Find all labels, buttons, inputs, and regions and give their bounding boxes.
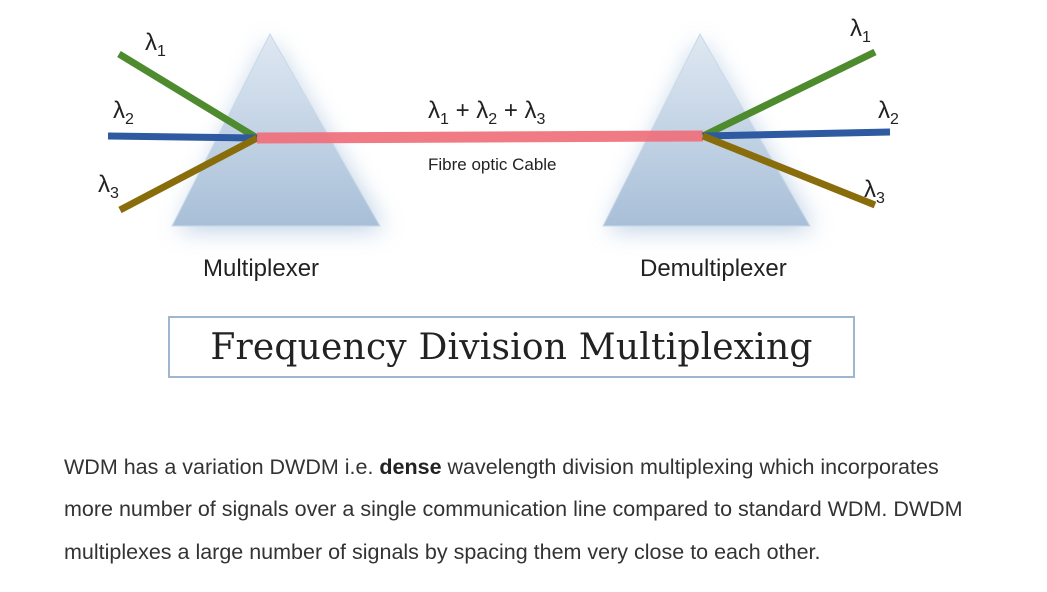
paragraph-bold-text: dense	[379, 454, 442, 479]
output-label-3: λ3	[864, 176, 885, 207]
lambda1-input-line	[117, 51, 259, 141]
paragraph-text-rest: wavelength division multiplexing which i…	[64, 454, 963, 564]
input-label-1: λ1	[145, 29, 166, 60]
diagram-title: Frequency Division Multiplexing	[168, 316, 855, 378]
lambda2-input-line	[107, 132, 258, 142]
output-label-2: λ2	[878, 97, 899, 128]
lambda1-output-line	[701, 48, 877, 140]
cable-label: Fibre optic Cable	[428, 155, 557, 174]
lambda3-output-line	[701, 132, 877, 209]
body-paragraph: WDM has a variation DWDM i.e. dense wave…	[64, 446, 964, 574]
multiplexer-prism	[171, 32, 384, 230]
multiplexer-label: Multiplexer	[203, 255, 319, 282]
diagram-title-text: Frequency Division Multiplexing	[210, 326, 813, 368]
combined-label: λ1 + λ2 + λ3	[428, 97, 546, 128]
lambda2-output-line	[702, 128, 891, 140]
fdm-diagram: λ1 λ2 λ3 λ1 + λ2 + λ3 Fibre optic Cable …	[98, 15, 899, 282]
input-label-3: λ3	[98, 171, 119, 202]
lambda3-input-line	[118, 134, 259, 214]
output-label-1: λ1	[850, 15, 871, 46]
paragraph-text: WDM has a variation DWDM i.e.	[64, 454, 380, 479]
demultiplexer-label: Demultiplexer	[640, 255, 787, 282]
input-label-2: λ2	[113, 97, 134, 128]
fibre-optic-cable	[256, 130, 704, 144]
